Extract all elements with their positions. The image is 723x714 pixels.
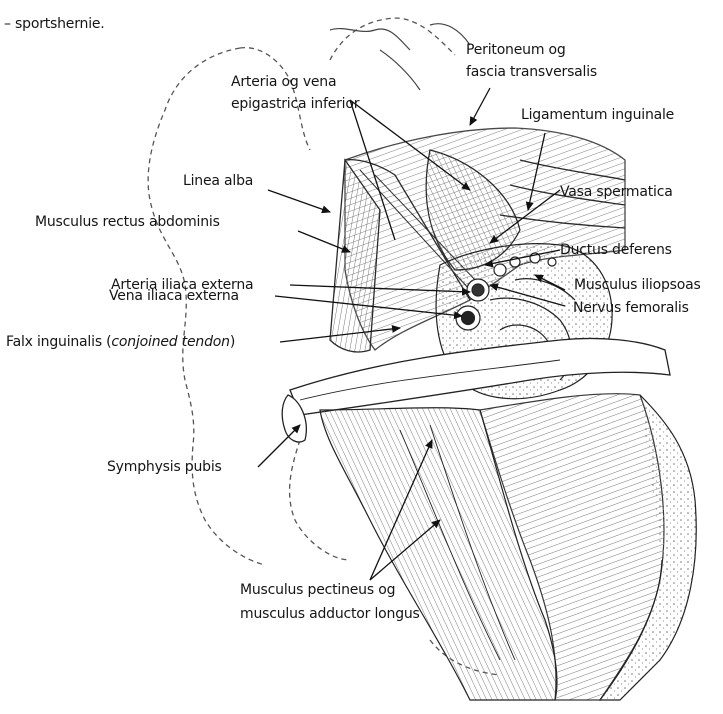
label-vasa-spermatica: Vasa spermatica: [560, 184, 673, 201]
label-vena-iliaca-externa: Vena iliaca externa: [109, 288, 239, 305]
label-pectineus-line2: musculus adductor longus: [240, 606, 420, 623]
label-falx-italic: conjoined tendon: [111, 334, 229, 350]
label-nervus-femoralis: Nervus femoralis: [573, 300, 689, 317]
label-ductus-deferens: Ductus deferens: [560, 242, 672, 259]
thigh-muscles: [320, 394, 696, 700]
label-peritoneum-line1: Peritoneum og: [466, 42, 566, 59]
label-falx-suffix: ): [230, 334, 235, 350]
label-falx-inguinalis: Falx inguinalis (conjoined tendon): [6, 334, 235, 351]
label-musculus-iliopsoas: Musculus iliopsoas: [574, 277, 701, 294]
label-falx-prefix: Falx inguinalis (: [6, 334, 111, 350]
label-pectineus-line1: Musculus pectineus og: [240, 582, 395, 599]
label-linea-alba: Linea alba: [183, 173, 253, 190]
label-ligamentum-inguinale: Ligamentum inguinale: [521, 107, 674, 124]
label-symphysis-pubis: Symphysis pubis: [107, 459, 222, 476]
label-musculus-rectus-abdominis: Musculus rectus abdominis: [35, 214, 220, 231]
label-arteria-epigastrica-line1: Arteria og vena: [231, 74, 336, 91]
label-arteria-epigastrica-line2: epigastrica inferior: [231, 96, 359, 113]
spine-sketch: [330, 24, 470, 90]
label-peritoneum-line2: fascia transversalis: [466, 64, 597, 81]
caption-fragment: – sportshernie.: [4, 16, 105, 33]
